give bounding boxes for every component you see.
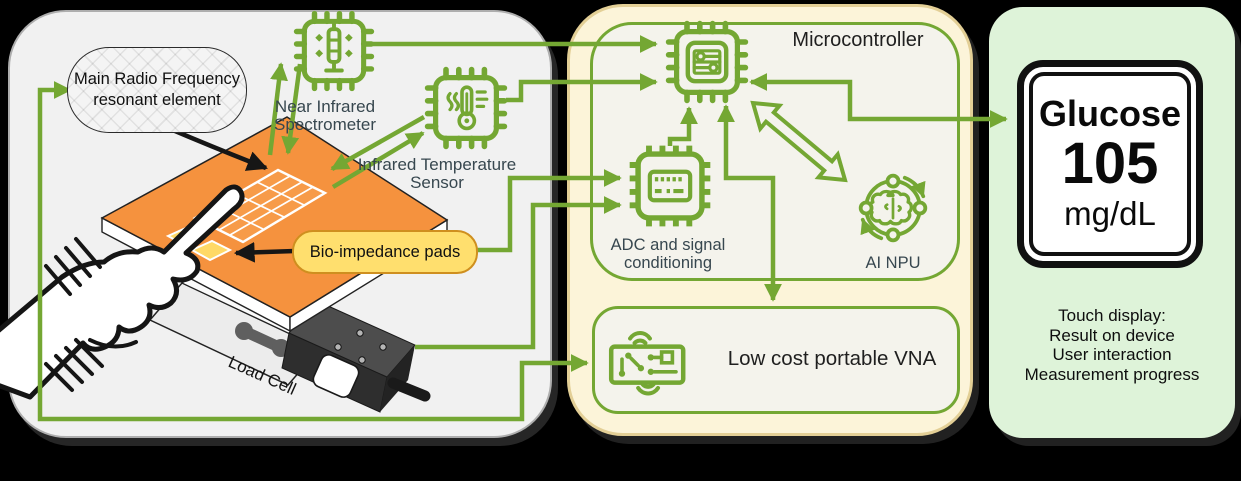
ir-temperature-label: Infrared Temperature Sensor — [357, 155, 517, 192]
rf-callout-line: resonant element — [93, 91, 221, 109]
glucose-display-screen: Glucose 105 mg/dL — [1029, 72, 1191, 256]
glucose-metric-unit: mg/dL — [1064, 195, 1156, 232]
rf-callout-line: Main — [73, 70, 110, 88]
touch-display-caption: Touch display: Result on device User int… — [1024, 306, 1200, 384]
microcontroller-title: Microcontroller — [792, 29, 924, 51]
rf-callout-line: Radio Frequency — [114, 70, 240, 88]
glucose-display: Glucose 105 mg/dL — [1017, 60, 1203, 268]
bio-impedance-callout: Bio-impedance pads — [292, 230, 478, 274]
ai-npu-label: AI NPU — [865, 254, 921, 272]
rf-element-callout: Main Radio Frequency resonant element — [67, 47, 247, 133]
glucose-metric-value: 105 — [1061, 131, 1159, 196]
nir-spectrometer-label: Near Infrared Spectrometer — [273, 97, 377, 134]
adc-label: ADC and signal conditioning — [610, 236, 726, 272]
glucose-metric-label: Glucose — [1038, 93, 1182, 134]
vna-label: Low cost portable VNA — [727, 347, 937, 370]
bio-impedance-label: Bio-impedance pads — [309, 242, 461, 261]
